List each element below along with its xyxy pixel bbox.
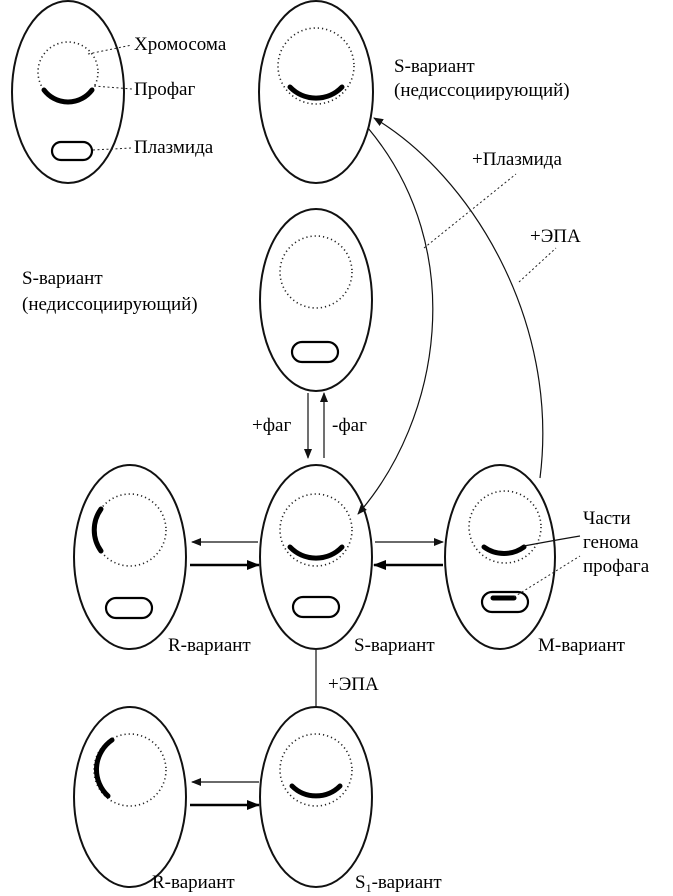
cell-row3-r-variant — [74, 465, 186, 649]
top-nondissociating-label: (недиссоциирующий) — [394, 80, 570, 101]
legend-cell — [12, 1, 124, 183]
cell-row4-s1-variant — [260, 707, 372, 887]
cell-row4-r-variant — [74, 707, 186, 887]
row3-m-variant-label: М-вариант — [538, 635, 626, 656]
plus-plasmid-label: +Плазмида — [472, 149, 562, 170]
label-chromosome: Хромосома — [134, 34, 227, 55]
minus-phage-label: -фаг — [332, 415, 367, 436]
row4-s1-variant-label: S1-вариант — [355, 872, 442, 895]
row4-r-variant-label: R-вариант — [152, 872, 235, 893]
plus-epa-curve — [374, 118, 543, 478]
cell-row3-s-variant — [260, 465, 372, 649]
plus-epa-leader — [519, 248, 556, 282]
label-plasmid: Плазмида — [134, 137, 214, 158]
plasmid — [292, 342, 338, 362]
parts-label-line1: Части — [583, 508, 631, 529]
label-prophage: Профаг — [134, 79, 195, 100]
s1-suffix: -вариант — [372, 872, 443, 893]
s1-prefix: S — [355, 872, 366, 893]
plus-phage-label: +фаг — [252, 415, 291, 436]
row3-r-variant-label: R-вариант — [168, 635, 251, 656]
plasmid — [106, 598, 152, 618]
cell-middle-s-nondissociating — [260, 209, 372, 391]
cell-row3-m-variant — [445, 465, 555, 649]
parts-label-line3: профага — [583, 556, 650, 577]
middle-nondissociating-label: (недиссоциирующий) — [22, 294, 198, 315]
parts-label-line2: генома — [583, 532, 639, 553]
plasmid — [52, 142, 92, 160]
top-s-variant-label: S-вариант — [394, 56, 475, 77]
plasmid — [293, 597, 339, 617]
plus-plasmid-leader — [424, 174, 516, 248]
plasmid — [482, 592, 528, 612]
plus-epa-down-label: +ЭПА — [328, 674, 379, 695]
middle-s-variant-label: S-вариант — [22, 268, 103, 289]
plus-epa-curve-label: +ЭПА — [530, 226, 581, 247]
row3-s-variant-label: S-вариант — [354, 635, 435, 656]
cell-top-s-nondissociating — [259, 1, 373, 183]
